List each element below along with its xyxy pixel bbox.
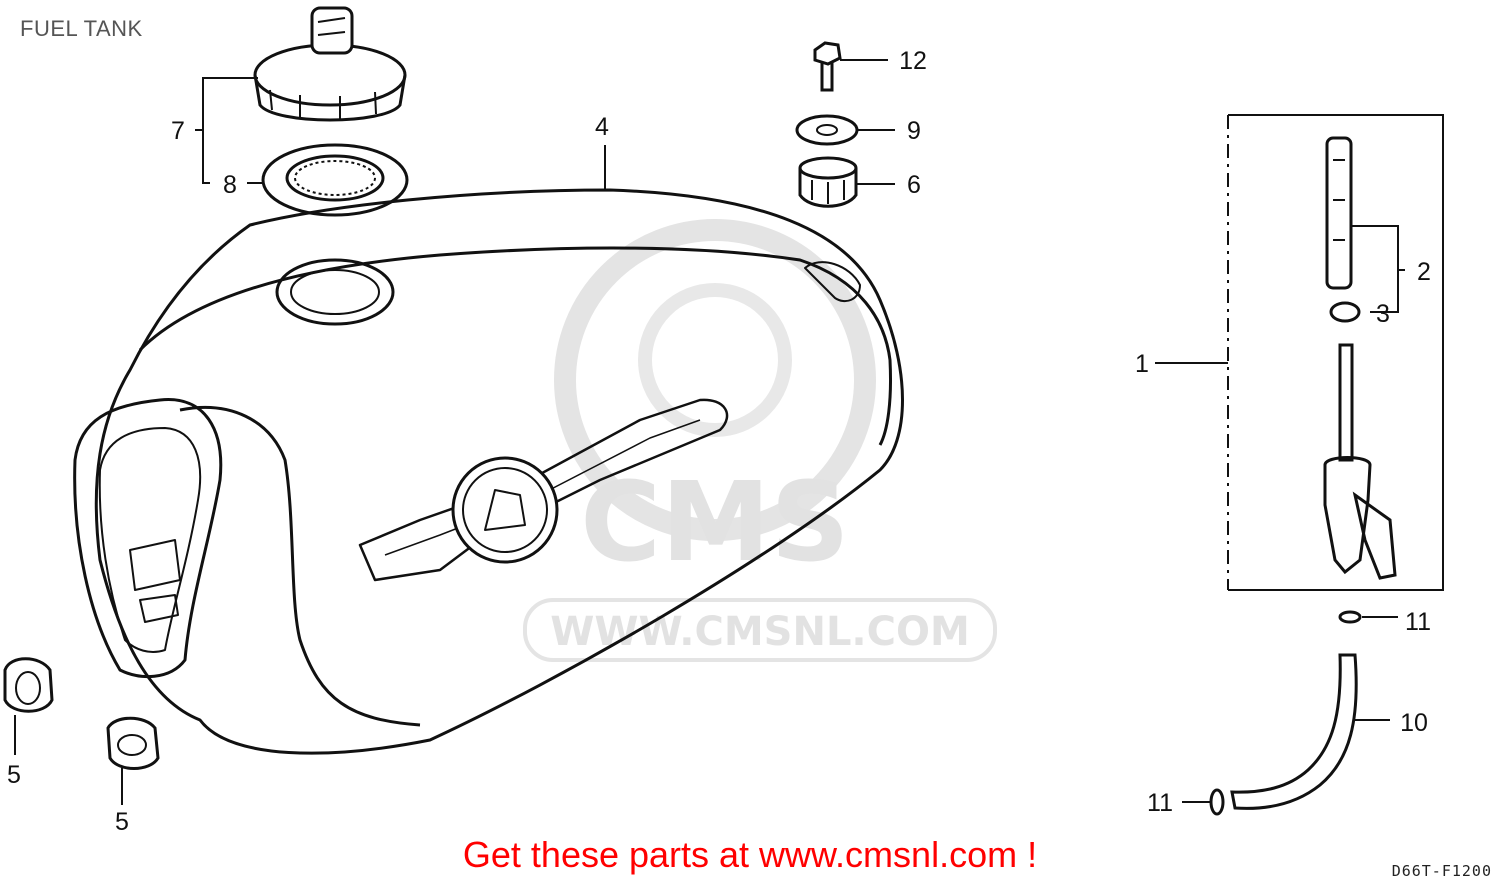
callout-1: 1: [1135, 350, 1149, 378]
watermark-url: WWW.CMSNL.COM: [550, 609, 970, 655]
strainer-part: [1325, 136, 1353, 290]
hose-clip-part: [1338, 610, 1362, 624]
cms-watermark: CMS WWW.CMSNL.COM: [523, 219, 997, 662]
callout-3: 3: [1376, 300, 1390, 328]
callout-8: 8: [223, 171, 237, 199]
callout-10: 10: [1400, 709, 1428, 737]
callout-7: 7: [171, 117, 185, 145]
fuel-tank-part: [73, 188, 904, 755]
fuel-hose-part: [1230, 653, 1358, 810]
grommet-part: [3, 657, 160, 770]
hose-clip-part-lower: [1209, 788, 1225, 816]
diagram-title: FUEL TANK: [20, 16, 143, 41]
leader-lines: [14, 59, 1405, 805]
rubber-cushion-part: [798, 156, 858, 208]
callout-12: 12: [899, 47, 927, 75]
callout-2: 2: [1417, 258, 1431, 286]
callout-6: 6: [907, 171, 921, 199]
cap-gasket-part: [261, 143, 409, 217]
callout-11-upper: 11: [1405, 608, 1431, 636]
callout-4: 4: [595, 113, 609, 141]
fuel-cap-part: [253, 6, 407, 122]
diagram-code: D66T-F1200: [1391, 862, 1492, 880]
callout-11-lower: 11: [1147, 789, 1173, 817]
bolt-part: [813, 41, 842, 92]
watermark-logo: CMS: [580, 458, 849, 586]
callout-9: 9: [907, 117, 921, 145]
fuel-cock-assembly: [1227, 114, 1444, 591]
o-ring-part: [1329, 301, 1361, 323]
callout-5-bottom: 5: [115, 808, 129, 836]
callout-5-left: 5: [7, 761, 21, 789]
washer-part: [795, 114, 859, 146]
promo-link-text[interactable]: Get these parts at www.cmsnl.com !: [462, 834, 1038, 875]
